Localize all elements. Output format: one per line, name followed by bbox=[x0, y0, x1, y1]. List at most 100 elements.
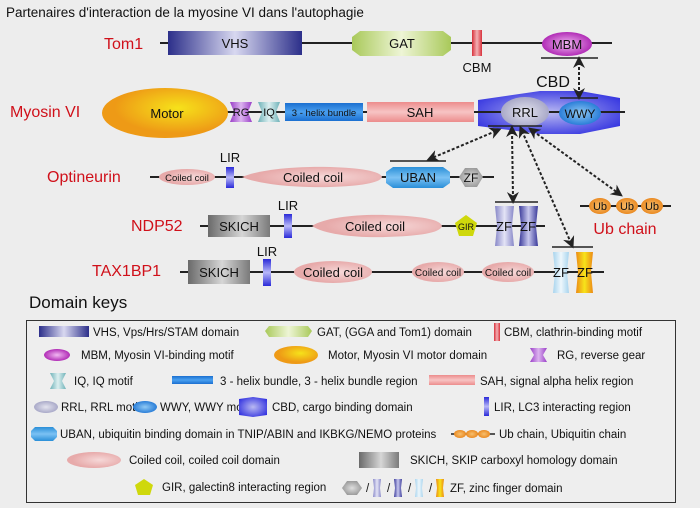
svg-text:SAH: SAH bbox=[407, 105, 434, 120]
svg-text:MBM: MBM bbox=[552, 37, 582, 52]
protein-optineurin: Optineurin Coiled coil LIR Coiled coil U… bbox=[47, 150, 494, 188]
domain-skich: SKICH bbox=[208, 215, 270, 237]
domain-zf: ZF bbox=[459, 168, 483, 187]
svg-text:Coiled coil: Coiled coil bbox=[165, 173, 209, 184]
domain-lir: LIR bbox=[257, 244, 277, 286]
domain-gat: GAT bbox=[352, 31, 451, 56]
svg-text:WWY: WWY bbox=[565, 107, 596, 121]
protein-ndp52: NDP52 SKICH LIR Coiled coil GIR ZF ZF bbox=[131, 198, 545, 246]
key-cbm: CBM, clathrin-binding motif bbox=[494, 323, 643, 341]
domain-keys-title: Domain keys bbox=[29, 293, 128, 312]
key-rg: RG, reverse gear bbox=[530, 348, 645, 362]
svg-text:Ub chain, Ubiquitin chain: Ub chain, Ubiquitin chain bbox=[499, 429, 626, 441]
svg-text:ZF, zinc finger domain: ZF, zinc finger domain bbox=[450, 483, 563, 495]
svg-text:MBM, Myosin VI-binding motif: MBM, Myosin VI-binding motif bbox=[81, 350, 235, 362]
svg-text:LIR, LC3 interacting region: LIR, LC3 interacting region bbox=[494, 402, 631, 414]
key-3-helix-bundle: 3 - helix bundle, 3 - helix bundle regio… bbox=[172, 376, 418, 388]
svg-text:GAT: GAT bbox=[389, 36, 415, 51]
protein-tom1: Tom1 VHS GAT CBM MBM bbox=[104, 30, 612, 75]
svg-text:Coiled coil: Coiled coil bbox=[345, 219, 405, 234]
domain-zf: ZF bbox=[576, 252, 593, 293]
domain-uban: UBAN bbox=[386, 167, 450, 188]
key-wwy: WWY, WWY motif bbox=[133, 401, 252, 414]
key-vhs: VHS, Vps/Hrs/STAM domain bbox=[39, 326, 239, 339]
svg-text:ZF: ZF bbox=[553, 265, 569, 280]
key-coiled-coil: Coiled coil, coiled coil domain bbox=[67, 452, 280, 468]
domain-zf: ZF bbox=[495, 206, 514, 246]
domain-coiled-coil: Coiled coil bbox=[242, 166, 382, 188]
key-lir: LIR, LC3 interacting region bbox=[484, 397, 631, 416]
key-rrl: RRL, RRL motif bbox=[34, 401, 142, 414]
svg-text:/: / bbox=[429, 483, 433, 495]
svg-text:Coiled coil: Coiled coil bbox=[303, 265, 363, 280]
domain-coiled-coil: Coiled coil bbox=[482, 262, 534, 282]
domain-rg: RG bbox=[230, 102, 252, 122]
svg-text:LIR: LIR bbox=[220, 150, 240, 165]
svg-text:SKICH, SKIP carboxyl homology: SKICH, SKIP carboxyl homology domain bbox=[410, 455, 618, 467]
ub-chain-label: Ub chain bbox=[593, 221, 656, 238]
key-mbm: MBM, Myosin VI-binding motif bbox=[44, 349, 235, 362]
svg-text:CBD, cargo binding domain: CBD, cargo binding domain bbox=[272, 402, 413, 414]
svg-text:GAT, (GGA and Tom1) domain: GAT, (GGA and Tom1) domain bbox=[317, 327, 472, 339]
domain-coiled-coil: Coiled coil bbox=[159, 169, 215, 185]
svg-text:Ub: Ub bbox=[593, 201, 607, 213]
ub-unit: Ub bbox=[641, 198, 663, 214]
domain-3-helix-bundle: 3 - helix bundle bbox=[285, 103, 363, 121]
protein-myosin-vi: Myosin VI Motor RG IQ 3 - helix bundle S… bbox=[10, 74, 625, 138]
svg-text:/: / bbox=[387, 483, 391, 495]
svg-text:ZF: ZF bbox=[577, 265, 593, 280]
svg-text:CBD: CBD bbox=[536, 74, 570, 91]
svg-text:/: / bbox=[366, 483, 370, 495]
svg-text:IQ: IQ bbox=[263, 107, 275, 119]
svg-text:ZF: ZF bbox=[496, 219, 512, 234]
key-sah: SAH, signal alpha helix region bbox=[429, 375, 633, 388]
domain-cbm: CBM bbox=[463, 30, 492, 75]
domain-zf: ZF bbox=[553, 252, 569, 293]
arrow-rrl-ub-chain bbox=[528, 127, 623, 197]
svg-text:3 - helix bundle: 3 - helix bundle bbox=[292, 108, 356, 119]
svg-text:IQ, IQ motif: IQ, IQ motif bbox=[74, 376, 134, 388]
key-motor: Motor, Myosin VI motor domain bbox=[274, 346, 487, 364]
key-skich: SKICH, SKIP carboxyl homology domain bbox=[359, 452, 618, 468]
domain-lir: LIR bbox=[220, 150, 240, 188]
svg-text:SKICH: SKICH bbox=[219, 219, 259, 234]
domain-iq: IQ bbox=[258, 102, 280, 122]
svg-text:CBM, clathrin-binding motif: CBM, clathrin-binding motif bbox=[504, 327, 643, 339]
domain-rrl: RRL bbox=[501, 97, 549, 127]
svg-text:SAH, signal alpha helix region: SAH, signal alpha helix region bbox=[480, 376, 633, 388]
arrow-rrl-ndp52-zf bbox=[506, 125, 519, 204]
svg-text:LIR: LIR bbox=[278, 198, 298, 213]
domain-cbd: CBD bbox=[475, 74, 622, 134]
key-zf: / / / / ZF, zinc finger domain bbox=[342, 479, 563, 497]
figure-title: Partenaires d'interaction de la myosine … bbox=[6, 5, 364, 20]
domain-lir: LIR bbox=[278, 198, 298, 238]
key-gat: GAT, (GGA and Tom1) domain bbox=[265, 326, 472, 339]
svg-text:UBAN, ubiquitin binding domain: UBAN, ubiquitin binding domain in TNIP/A… bbox=[60, 429, 437, 441]
protein-label-myosin-vi: Myosin VI bbox=[10, 104, 80, 121]
svg-text:ZF: ZF bbox=[520, 219, 536, 234]
svg-text:RRL: RRL bbox=[512, 105, 538, 120]
protein-label-tom1: Tom1 bbox=[104, 36, 143, 53]
svg-text:CBM: CBM bbox=[463, 60, 492, 75]
svg-text:Ub: Ub bbox=[620, 201, 634, 213]
svg-text:RG: RG bbox=[233, 107, 250, 119]
domain-gir: GIR bbox=[455, 215, 477, 236]
domain-coiled-coil: Coiled coil bbox=[294, 261, 372, 283]
svg-text:GIR, galectin8 interacting reg: GIR, galectin8 interacting region bbox=[162, 482, 326, 494]
svg-text:UBAN: UBAN bbox=[400, 170, 436, 185]
domain-coiled-coil: Coiled coil bbox=[312, 214, 442, 238]
svg-text:3 - helix bundle, 3 - helix bu: 3 - helix bundle, 3 - helix bundle regio… bbox=[220, 376, 418, 388]
svg-text:Coiled coil: Coiled coil bbox=[283, 170, 343, 185]
ub-unit: Ub bbox=[589, 198, 611, 214]
svg-text:ZF: ZF bbox=[464, 171, 479, 185]
domain-mbm: MBM bbox=[542, 32, 592, 56]
svg-text:RG, reverse gear: RG, reverse gear bbox=[557, 350, 645, 362]
protein-label-tax1bp1: TAX1BP1 bbox=[92, 263, 161, 280]
protein-label-optineurin: Optineurin bbox=[47, 169, 121, 186]
domain-vhs: VHS bbox=[168, 31, 302, 55]
domain-motor: Motor bbox=[102, 88, 228, 138]
domain-zf: ZF bbox=[519, 206, 538, 246]
svg-text:VHS, Vps/Hrs/STAM domain: VHS, Vps/Hrs/STAM domain bbox=[93, 327, 239, 339]
svg-text:SKICH: SKICH bbox=[199, 265, 239, 280]
key-gir: GIR, galectin8 interacting region bbox=[135, 479, 326, 495]
